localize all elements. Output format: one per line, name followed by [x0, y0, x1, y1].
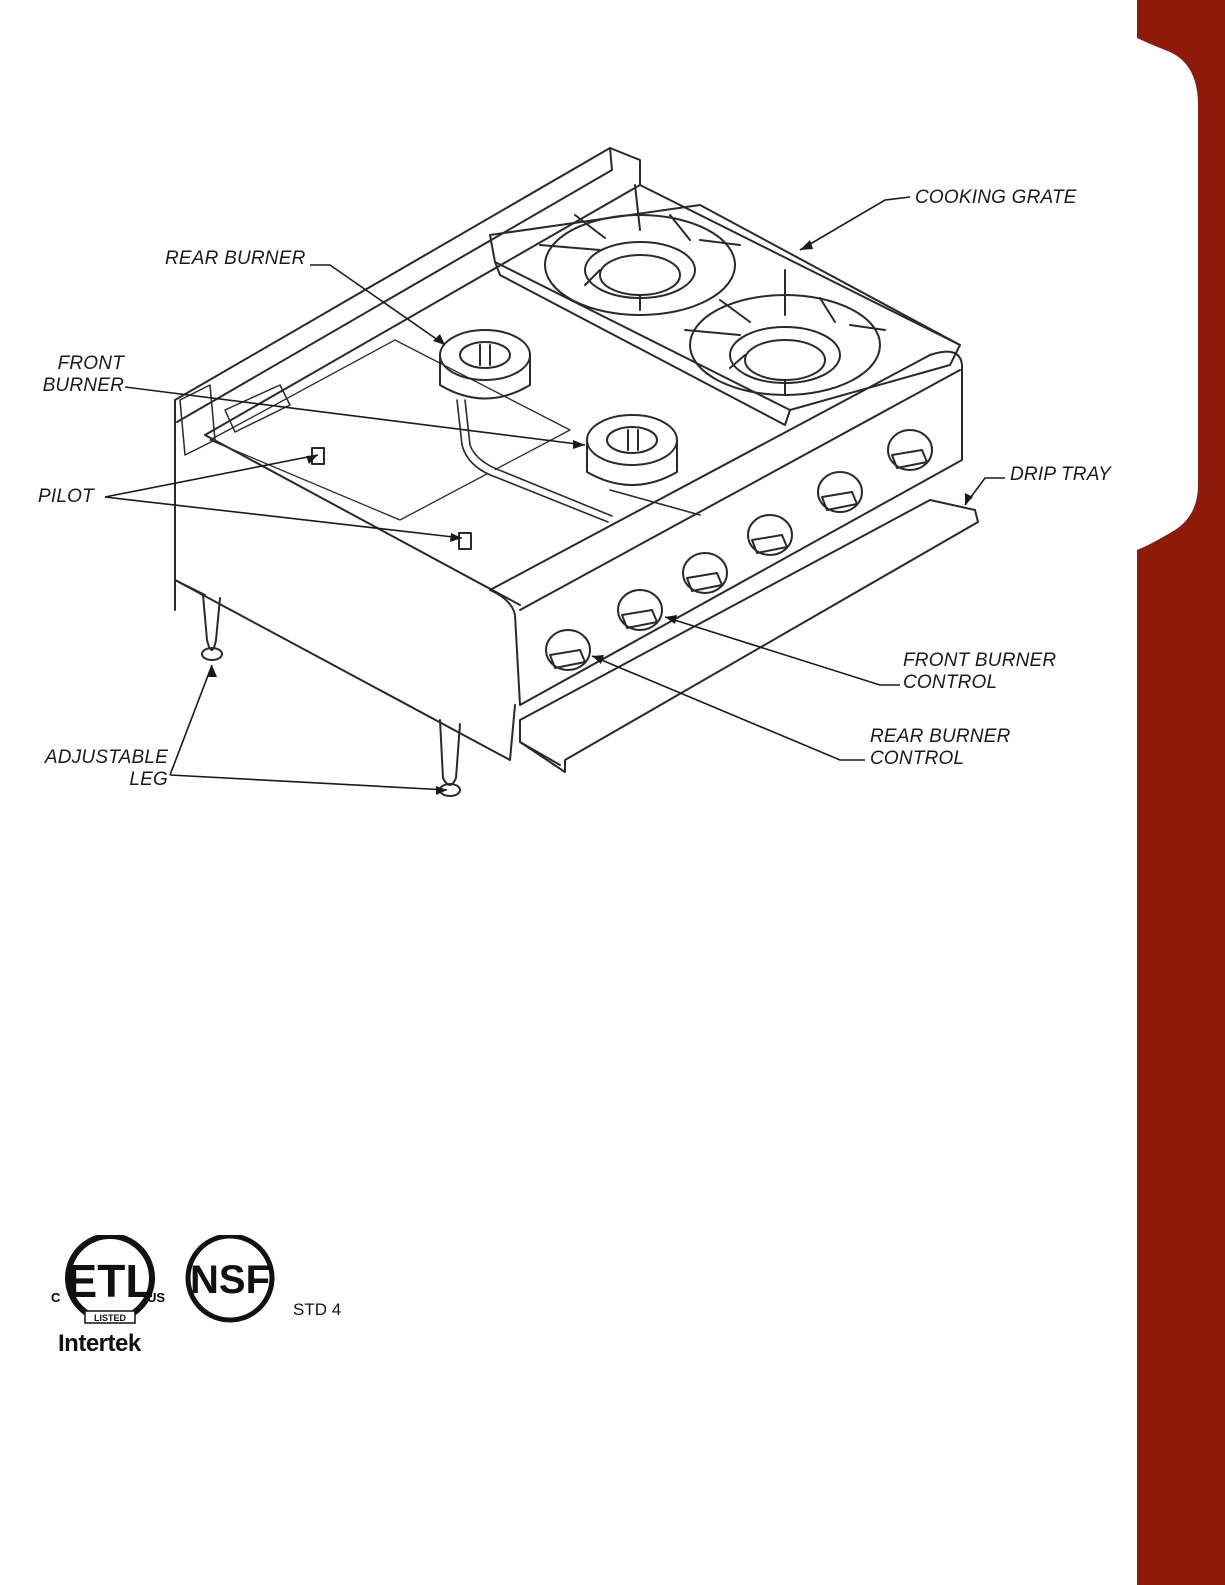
- front-leg: [440, 720, 460, 785]
- front-burner-control-line1: FRONT BURNER: [903, 650, 1056, 672]
- pilot-drawing: [312, 448, 471, 549]
- adjustable-leg-line1: ADJUSTABLE: [36, 747, 168, 769]
- hotplate-diagram: [0, 0, 1225, 860]
- nsf-logo-text: NSF: [190, 1258, 270, 1302]
- front-burner-label-line2: BURNER: [36, 375, 124, 397]
- rear-burner-control-line2: CONTROL: [870, 748, 1011, 770]
- etl-canada-mark: C: [51, 1290, 60, 1305]
- adjustable-leg-line2: LEG: [36, 769, 168, 791]
- adjustable-leg-label: ADJUSTABLE LEG: [36, 747, 168, 791]
- front-burner-drawing: [587, 415, 677, 485]
- cooking-grate-label: COOKING GRATE: [915, 187, 1077, 209]
- front-panel: [490, 352, 962, 705]
- rear-burner-control-label: REAR BURNER CONTROL: [870, 726, 1011, 770]
- nsf-logo: NSF: [188, 1236, 272, 1320]
- rear-burner-control-line1: REAR BURNER: [870, 726, 1011, 748]
- drip-tray-label: DRIP TRAY: [1010, 464, 1111, 486]
- control-knobs: [546, 430, 932, 670]
- etl-listed-logo: ETL LISTED: [67, 1236, 154, 1323]
- etl-us-mark: US: [147, 1290, 165, 1305]
- etl-logo-text: ETL: [67, 1255, 154, 1307]
- nsf-standard-label: STD 4: [293, 1300, 341, 1320]
- back-splash: [175, 148, 640, 435]
- front-burner-label-line1: FRONT: [36, 353, 124, 375]
- pilot-label: PILOT: [38, 486, 94, 508]
- front-burner-control-line2: CONTROL: [903, 672, 1056, 694]
- rear-burner-label: REAR BURNER: [165, 248, 306, 270]
- rear-burner-drawing: [440, 330, 530, 399]
- intertek-logo: Intertek: [58, 1330, 141, 1358]
- front-burner-label: FRONT BURNER: [36, 353, 124, 397]
- front-burner-control-label: FRONT BURNER CONTROL: [903, 650, 1056, 694]
- side-panel: [175, 405, 515, 760]
- etl-listed-text: LISTED: [94, 1313, 127, 1323]
